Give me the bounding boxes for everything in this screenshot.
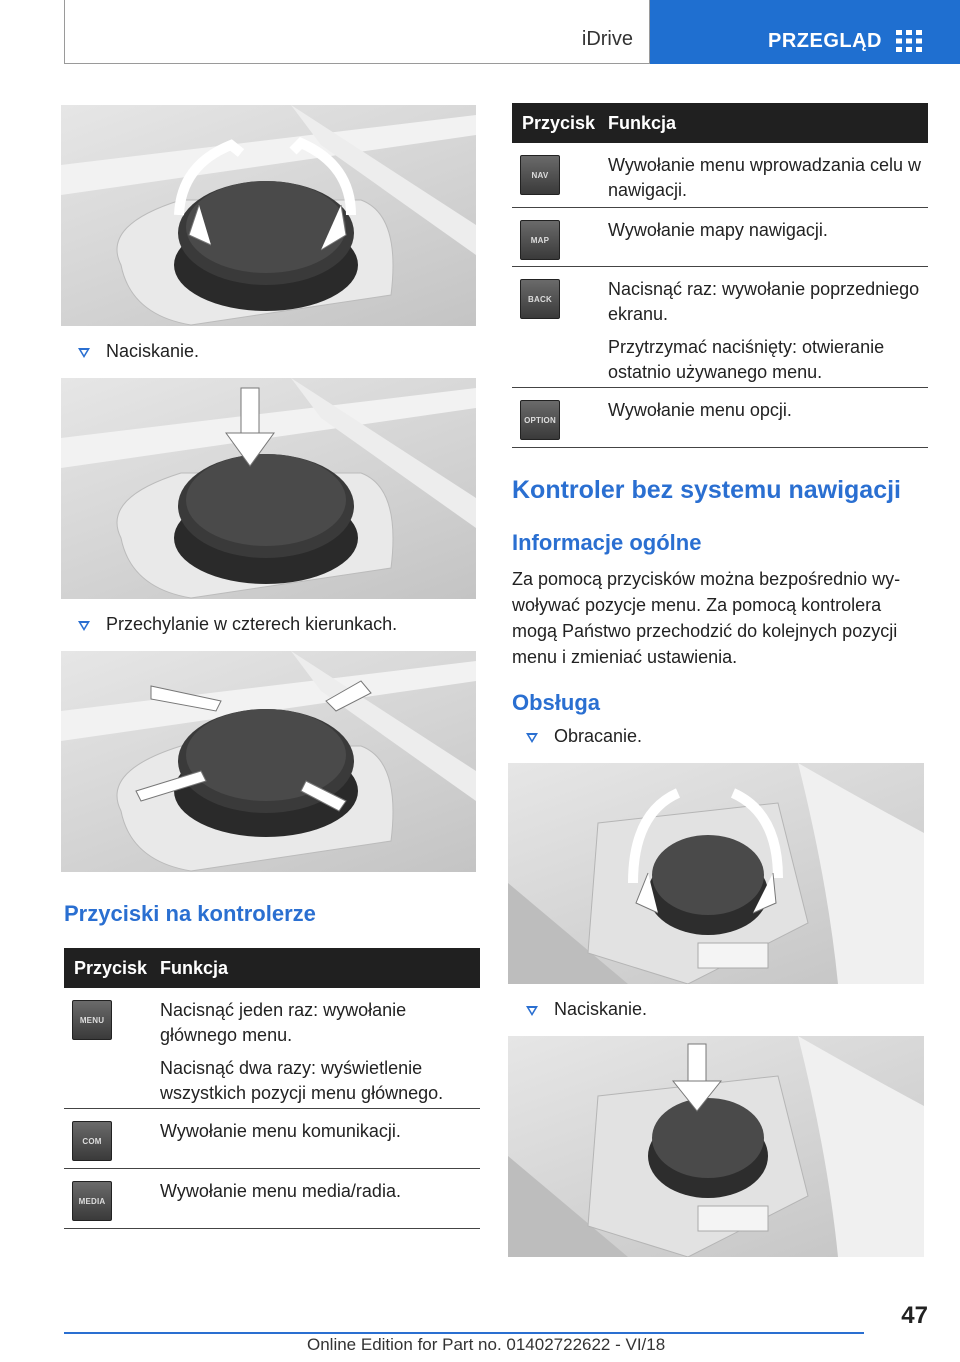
table-row: MEDIA Wywołanie menu media/radia. bbox=[64, 1169, 480, 1229]
chapter-tab[interactable]: PRZEGLĄD bbox=[650, 0, 960, 64]
bullet-triangle-icon bbox=[526, 732, 538, 743]
menu-button-icon: MENU bbox=[72, 1000, 112, 1040]
header-frame: iDrive bbox=[64, 0, 650, 64]
section-heading: Kontroler bez systemu nawigacji bbox=[512, 476, 901, 504]
operation-heading: Obsługa bbox=[512, 690, 601, 715]
caption-tilt: Przechylanie w czterech kierunkach. bbox=[78, 614, 397, 635]
table-row: MAP Wywołanie mapy nawigacji. bbox=[512, 208, 928, 267]
table-row: BACK Nacisnąć raz: wywołanie poprzed­nie… bbox=[512, 267, 928, 388]
grid-icon bbox=[896, 30, 922, 52]
map-button-icon: MAP bbox=[520, 220, 560, 260]
bullet-triangle-icon bbox=[78, 620, 90, 631]
table-row: NAV Wywołanie menu wprowadzania celu w n… bbox=[512, 143, 928, 208]
caption-press-basic: Naciskanie. bbox=[526, 999, 647, 1020]
column-header-function: Funkcja bbox=[160, 957, 229, 978]
caption-press: Naciskanie. bbox=[78, 341, 199, 362]
controller-basic-press-image bbox=[508, 1036, 924, 1257]
controller-press-image bbox=[61, 378, 476, 599]
section-title: iDrive bbox=[581, 28, 633, 50]
controller-basic-rotate-image bbox=[508, 763, 924, 984]
table-header: Przycisk Funkcja bbox=[64, 948, 480, 988]
general-info-paragraph: Za pomocą przycisków można bezpośrednio … bbox=[512, 569, 901, 667]
table-header: Przycisk Funkcja bbox=[512, 103, 928, 143]
table-row: OPTION Wywołanie menu opcji. bbox=[512, 388, 928, 448]
bullet-triangle-icon bbox=[526, 1005, 538, 1016]
com-button-icon: COM bbox=[72, 1121, 112, 1161]
page-number: 47 bbox=[901, 1302, 928, 1329]
footer-divider bbox=[64, 1332, 864, 1334]
general-info-heading: Informacje ogólne bbox=[512, 530, 702, 555]
column-header-function: Funkcja bbox=[608, 112, 677, 133]
footer-edition: Online Edition for Part no. 01402722622 … bbox=[307, 1335, 666, 1354]
buttons-heading: Przyciski na kontrolerze bbox=[64, 901, 316, 926]
media-button-icon: MEDIA bbox=[72, 1181, 112, 1221]
bullet-triangle-icon bbox=[78, 347, 90, 358]
caption-rotate: Obracanie. bbox=[526, 726, 642, 747]
left-button-table: Przycisk Funkcja MENU Nacisnąć jeden raz… bbox=[64, 948, 480, 1229]
nav-button-icon: NAV bbox=[520, 155, 560, 195]
column-header-button: Przycisk bbox=[522, 112, 596, 133]
chapter-label: PRZEGLĄD bbox=[768, 30, 882, 52]
table-row: COM Wywołanie menu komunikacji. bbox=[64, 1109, 480, 1169]
back-button-icon: BACK bbox=[520, 279, 560, 319]
column-header-button: Przycisk bbox=[74, 957, 148, 978]
table-row: MENU Nacisnąć jeden raz: wywołanie główn… bbox=[64, 988, 480, 1109]
option-button-icon: OPTION bbox=[520, 400, 560, 440]
right-button-table: Przycisk Funkcja NAV Wywołanie menu wpro… bbox=[512, 103, 928, 448]
controller-rotate-image bbox=[61, 105, 476, 326]
controller-tilt-image bbox=[61, 651, 476, 872]
